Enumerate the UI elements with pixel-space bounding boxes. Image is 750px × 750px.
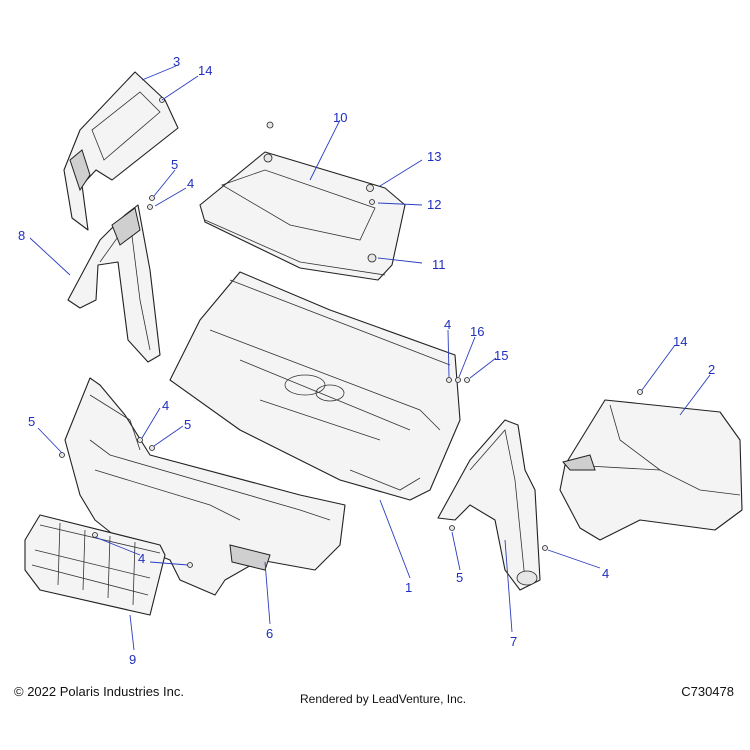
callout-13: 13 <box>427 149 441 164</box>
callout-2: 2 <box>708 362 715 377</box>
part-body-frame[interactable] <box>169 271 461 501</box>
callout-7: 7 <box>510 634 517 649</box>
callout-4-left-top: 4 <box>187 176 194 191</box>
part-right-side-panel[interactable] <box>559 399 743 541</box>
callout-5-right: 5 <box>456 570 463 585</box>
part-right-fender[interactable] <box>437 419 541 591</box>
parts-diagram: 3 14 5 4 8 10 13 12 11 4 16 15 14 2 5 4 … <box>18 54 743 667</box>
callout-15: 15 <box>494 348 508 363</box>
callout-labels: 3 14 5 4 8 10 13 12 11 4 16 15 14 2 5 4 … <box>18 54 715 667</box>
callout-3: 3 <box>173 54 180 69</box>
part-hood[interactable] <box>199 151 406 281</box>
part-left-fender[interactable] <box>67 204 161 363</box>
part-lower-grille[interactable] <box>24 514 166 616</box>
callout-4-bottom-left: 4 <box>138 551 145 566</box>
callout-5-left-mid: 5 <box>28 414 35 429</box>
part-left-upper-panel[interactable] <box>63 71 179 231</box>
callout-5-center: 5 <box>184 417 191 432</box>
callout-14-right: 14 <box>673 334 687 349</box>
hardware-fasteners <box>59 97 643 568</box>
drawing-id-text: C730478 <box>681 684 734 699</box>
callout-4-center: 4 <box>444 317 451 332</box>
callout-16: 16 <box>470 324 484 339</box>
callout-1: 1 <box>405 580 412 595</box>
callout-10: 10 <box>333 110 347 125</box>
callout-9: 9 <box>129 652 136 667</box>
copyright-text: © 2022 Polaris Industries Inc. <box>14 684 184 699</box>
callout-12: 12 <box>427 197 441 212</box>
callout-14-top: 14 <box>198 63 212 78</box>
callout-leaders <box>29 65 711 651</box>
callout-6: 6 <box>266 626 273 641</box>
callout-4-right: 4 <box>602 566 609 581</box>
rendered-by-text: Rendered by LeadVenture, Inc. <box>300 692 467 706</box>
callout-11: 11 <box>432 257 446 272</box>
callout-5-left-top: 5 <box>171 157 178 172</box>
callout-4-left-mid: 4 <box>162 398 169 413</box>
callout-8: 8 <box>18 228 25 243</box>
